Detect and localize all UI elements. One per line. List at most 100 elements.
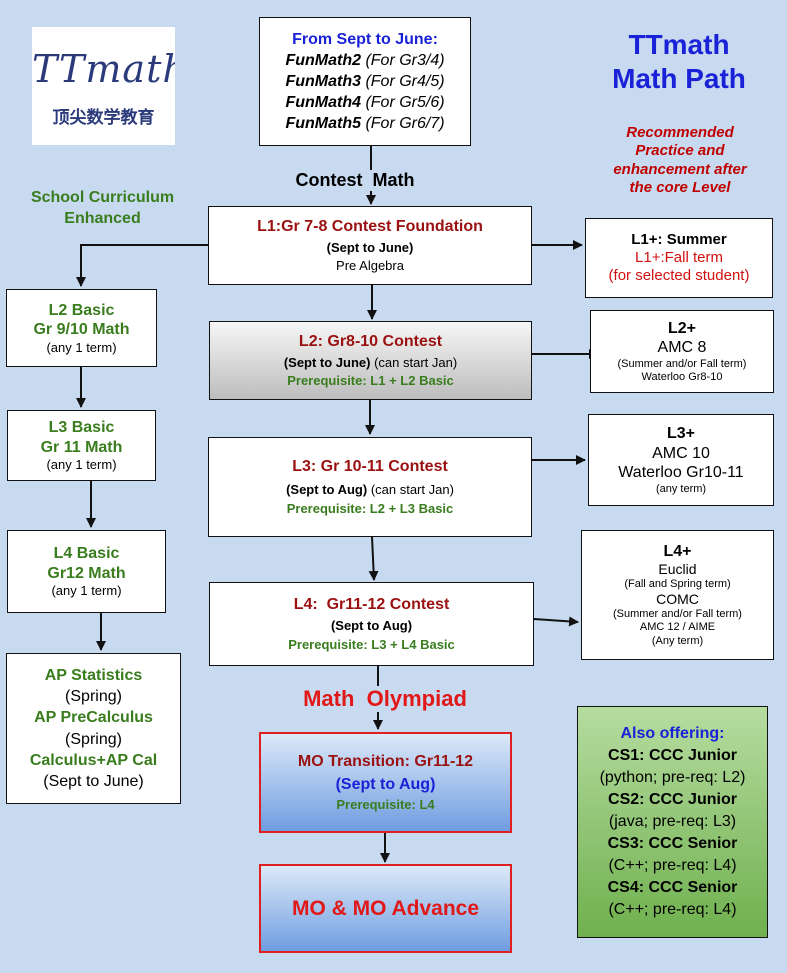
cs4-note: (C++; pre-req: L4)	[608, 901, 737, 919]
l2-title: L2: Gr8-10 Contest	[298, 333, 443, 351]
funmath-grade: (For Gr5/6)	[365, 94, 445, 112]
l4-basic-line-3: (any 1 term)	[51, 583, 122, 599]
l1-topic: Pre Algebra	[336, 257, 404, 273]
l3-plus-title: L3+	[666, 425, 695, 443]
funmath-name: FunMath3	[285, 72, 361, 90]
l2-prereq: Prerequisite: L1 + L2 Basic	[287, 372, 454, 388]
l4-basic-line-2: Gr12 Math	[47, 564, 126, 582]
mo-transition-schedule: (Sept to Aug)	[335, 775, 436, 793]
mo-transition-box[interactable]: MO Transition: Gr11-12 (Sept to Aug) Pre…	[259, 732, 512, 833]
l4-plus-comc: COMC	[656, 591, 699, 608]
logo-chinese-text: 顶尖数学教育	[52, 108, 155, 127]
l4-basic-box[interactable]: L4 Basic Gr12 Math (any 1 term)	[7, 530, 166, 613]
arrow-l4-to-l4plus	[533, 616, 579, 627]
l2-plus-term: (Summer and/or Fall term)	[617, 357, 747, 370]
title-line-2: Math Path	[612, 62, 746, 94]
funmath-name: FunMath5	[285, 115, 361, 133]
l1-plus-note: (for selected student)	[608, 267, 750, 285]
cs3-note: (C++; pre-req: L4)	[608, 857, 737, 875]
l4-schedule: (Sept to Aug)	[330, 618, 413, 634]
school-curriculum-label: School Curriculum Enhanced	[10, 188, 195, 230]
ap-calculus-term: (Sept to June)	[43, 772, 144, 790]
l2-box[interactable]: L2: Gr8-10 Contest (Sept to June) (can s…	[209, 321, 532, 400]
l3-basic-line-2: Gr 11 Math	[40, 438, 123, 456]
math-olympiad-label: Math Olympiad	[280, 686, 490, 712]
l2-schedule: (Sept to June) (can start Jan)	[284, 355, 457, 371]
recommended-line-4: the core Level	[629, 178, 731, 196]
l3-schedule-extra: (can start Jan)	[367, 481, 454, 497]
l4-plus-euclid: Euclid	[658, 561, 697, 578]
l2-plus-box[interactable]: L2+ AMC 8 (Summer and/or Fall term) Wate…	[590, 310, 774, 393]
l4-plus-euclid-term: (Fall and Spring term)	[624, 578, 731, 591]
recommended-line-2: Practice and	[635, 142, 725, 160]
l3-schedule: (Sept to Aug) (can start Jan)	[286, 482, 454, 498]
funmath-grade: (For Gr4/5)	[365, 72, 445, 90]
l1-plus-title: L1+: Summer	[631, 230, 727, 248]
l1-title: L1:Gr 7-8 Contest Foundation	[257, 218, 483, 236]
l3-basic-box[interactable]: L3 Basic Gr 11 Math (any 1 term)	[7, 410, 156, 481]
logo-script-text: TTmath	[32, 47, 175, 91]
funmath-item: FunMath4 (For Gr5/6)	[285, 92, 444, 113]
l4-title: L4: Gr11-12 Contest	[293, 595, 450, 613]
page-title: TTmath Math Path	[594, 28, 764, 95]
arrow-l3-to-l4	[368, 536, 379, 581]
l4-plus-box[interactable]: L4+ Euclid (Fall and Spring term) COMC (…	[581, 530, 774, 660]
l3-prereq: Prerequisite: L2 + L3 Basic	[286, 500, 454, 516]
school-label-line-1: School Curriculum	[30, 189, 175, 206]
l3-schedule-bold: (Sept to Aug)	[286, 481, 368, 497]
l3-plus-box[interactable]: L3+ AMC 10 Waterloo Gr10-11 (any term)	[588, 414, 774, 506]
l4-box[interactable]: L4: Gr11-12 Contest (Sept to Aug) Prereq…	[209, 582, 534, 666]
ap-courses-box[interactable]: AP Statistics (Spring) AP PreCalculus (S…	[6, 653, 181, 804]
mo-transition-title: MO Transition: Gr11-12	[297, 753, 474, 771]
l2-basic-line-3: (any 1 term)	[46, 339, 117, 355]
funmath-box[interactable]: From Sept to June: FunMath2 (For Gr3/4) …	[259, 17, 471, 146]
ttmath-logo: TTmath 顶尖数学教育	[32, 27, 175, 145]
l4-basic-line-1: L4 Basic	[53, 545, 120, 563]
recommended-line-3: enhancement after	[613, 160, 747, 178]
recommended-line-1: Recommended	[626, 124, 734, 141]
l1-box[interactable]: L1:Gr 7-8 Contest Foundation (Sept to Ju…	[208, 206, 532, 285]
funmath-name: FunMath2	[285, 51, 361, 69]
l3-box[interactable]: L3: Gr 10-11 Contest (Sept to Aug) (can …	[208, 437, 532, 537]
l1-plus-box[interactable]: L1+: Summer L1+:Fall term (for selected …	[585, 218, 773, 298]
l2-schedule-extra: (can start Jan)	[370, 354, 458, 370]
l4-plus-amc12: AMC 12 / AIME	[639, 621, 716, 634]
arrow-l1-to-l2basic	[76, 244, 208, 287]
funmath-item: FunMath5 (For Gr6/7)	[285, 113, 444, 134]
mo-advance-box[interactable]: MO & MO Advance	[259, 864, 512, 953]
mo-transition-prereq: Prerequisite: L4	[336, 797, 435, 813]
recommended-note: Recommended Practice and enhancement aft…	[592, 124, 768, 197]
also-offering-box[interactable]: Also offering: CS1: CCC Junior (python; …	[577, 706, 768, 938]
l2-basic-line-1: L2 Basic	[48, 301, 115, 319]
l2-plus-amc: AMC 8	[657, 339, 707, 357]
ap-statistics: AP Statistics	[44, 667, 143, 685]
l4-prereq: Prerequisite: L3 + L4 Basic	[288, 637, 455, 653]
contest-math-label: Contest Math	[280, 170, 430, 191]
funmath-item: FunMath2 (For Gr3/4)	[285, 50, 444, 71]
l3-plus-term: (any term)	[655, 482, 707, 495]
funmath-grade: (For Gr6/7)	[365, 115, 445, 133]
funmath-name: FunMath4	[285, 94, 361, 112]
l2-basic-line-2: Gr 9/10 Math	[33, 321, 130, 339]
funmath-header: From Sept to June:	[292, 30, 438, 48]
ap-precalculus-term: (Spring)	[65, 730, 122, 748]
l2-plus-waterloo: Waterloo Gr8-10	[641, 371, 723, 384]
l3-plus-waterloo: Waterloo Gr10-11	[618, 464, 744, 482]
cs2-note: (java; pre-req: L3)	[608, 812, 737, 830]
cs3-title: CS3: CCC Senior	[607, 835, 738, 853]
ap-calculus: Calculus+AP Cal	[29, 751, 158, 769]
l3-basic-line-1: L3 Basic	[48, 419, 115, 437]
also-offering-header: Also offering:	[620, 724, 725, 742]
l1-plus-fall: L1+:Fall term	[635, 248, 723, 266]
funmath-item: FunMath3 (For Gr4/5)	[285, 71, 444, 92]
school-label-line-2: Enhanced	[64, 209, 141, 227]
l2-basic-box[interactable]: L2 Basic Gr 9/10 Math (any 1 term)	[6, 289, 157, 367]
ap-precalculus: AP PreCalculus	[34, 709, 153, 727]
cs2-title: CS2: CCC Junior	[608, 790, 737, 808]
cs1-note: (python; pre-req: L2)	[599, 768, 746, 786]
funmath-grade: (For Gr3/4)	[365, 51, 445, 69]
mo-advance-title: MO & MO Advance	[291, 896, 480, 920]
l4-plus-comc-term: (Summer and/or Fall term)	[613, 608, 742, 621]
l3-plus-amc: AMC 10	[652, 444, 710, 462]
cs4-title: CS4: CCC Senior	[607, 879, 738, 897]
